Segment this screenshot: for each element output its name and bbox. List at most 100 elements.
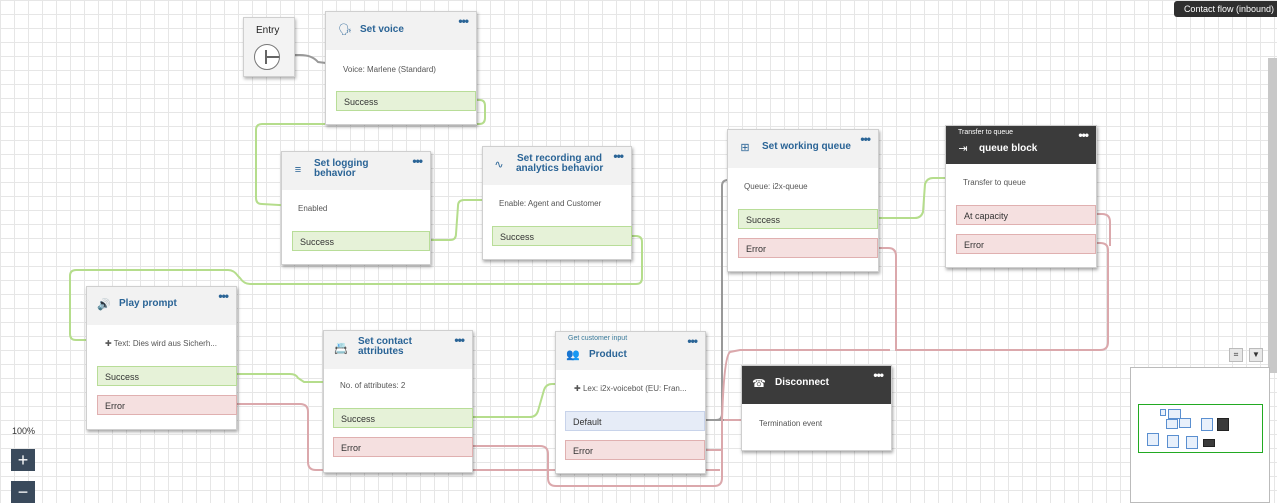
block-header: ≡ Set logging behavior ••• — [282, 152, 430, 190]
disconnect-block[interactable]: ☎ Disconnect ••• Termination event — [741, 365, 892, 451]
logging-icon: ≡ — [294, 164, 302, 176]
minimap-node — [1166, 419, 1178, 429]
block-title: Set voice — [360, 24, 404, 35]
set-working-queue-block[interactable]: ⊞ Set working queue ••• Queue: i2x-queue… — [727, 129, 879, 272]
block-header: 🗣 Set voice ••• — [326, 12, 476, 50]
block-detail: Termination event — [759, 419, 823, 428]
wire-contact-product — [470, 383, 566, 418]
block-title: Product — [589, 349, 627, 360]
block-type-label: Get customer input — [568, 335, 628, 342]
block-detail: ✚ Lex: i2x-voicebot (EU: Fran... — [574, 384, 687, 393]
more-options-icon[interactable]: ••• — [454, 333, 465, 347]
minimap-node — [1179, 418, 1191, 428]
contact-card-icon: 📇 — [334, 343, 348, 355]
lex-text: Lex: i2x-voicebot (EU: Fran... — [582, 384, 687, 393]
flow-type-tag: Contact flow (inbound) — [1174, 1, 1277, 17]
block-title-line1: Set contact — [358, 336, 412, 347]
block-detail: Enable: Agent and Customer — [499, 199, 602, 208]
entry-start-icon — [254, 44, 280, 70]
prompt-plus-icon: ✚ — [105, 339, 114, 348]
wire-queue-transfer — [875, 177, 956, 219]
block-detail: ✚ Text: Dies wird aus Sicherh... — [105, 339, 217, 348]
minimap-node — [1203, 439, 1215, 447]
minimap-node — [1167, 435, 1179, 448]
error-branch[interactable]: Error — [565, 440, 705, 460]
block-detail: Transfer to queue — [963, 178, 1026, 187]
minimap-node — [1168, 409, 1181, 419]
entry-label: Entry — [256, 25, 280, 36]
set-recording-block[interactable]: ∿ Set recording and analytics behavior •… — [482, 146, 632, 260]
block-type-label: Transfer to queue — [958, 129, 1013, 136]
more-options-icon[interactable]: ••• — [687, 334, 698, 348]
queue-icon: ⊞ — [740, 142, 750, 154]
set-voice-block[interactable]: 🗣 Set voice ••• Voice: Marlene (Standard… — [325, 11, 477, 125]
block-header: ∿ Set recording and analytics behavior •… — [483, 147, 631, 185]
minimap[interactable] — [1130, 367, 1270, 503]
prompt-text: Text: Dies wird aus Sicherh... — [113, 339, 217, 348]
block-title-line2: behavior — [314, 168, 356, 179]
zoom-out-button[interactable]: − — [11, 481, 35, 503]
fit-view-icon[interactable]: ⌗ — [1229, 348, 1243, 362]
minimap-node — [1217, 418, 1229, 431]
more-options-icon[interactable]: ••• — [1078, 128, 1089, 142]
block-header: 🔊 Play prompt ••• — [87, 287, 236, 325]
block-header: ☎ Disconnect ••• — [742, 366, 891, 404]
block-header: 📇 Set contact attributes ••• — [324, 331, 472, 369]
more-options-icon[interactable]: ••• — [412, 154, 423, 168]
block-detail: No. of attributes: 2 — [340, 381, 406, 390]
block-detail: Queue: i2x-queue — [744, 182, 808, 191]
block-title-line1: Set logging — [314, 158, 369, 169]
block-header: Transfer to queue ⇥ queue block ••• — [946, 126, 1096, 164]
get-customer-input-block[interactable]: Get customer input 👥 Product ••• ✚ Lex: … — [555, 331, 706, 474]
more-options-icon[interactable]: ••• — [218, 289, 229, 303]
zoom-level: 100% — [12, 426, 36, 436]
customer-input-icon: 👥 — [566, 349, 580, 361]
success-branch[interactable]: Success — [292, 231, 430, 251]
minimap-node — [1186, 436, 1198, 449]
voice-icon: 🗣 — [338, 24, 352, 36]
success-branch[interactable]: Success — [333, 408, 473, 428]
minimap-toggle-icon[interactable]: ▼ — [1249, 348, 1263, 362]
more-options-icon[interactable]: ••• — [860, 132, 871, 146]
wire-prompt-contact — [234, 373, 332, 383]
success-branch[interactable]: Success — [336, 91, 476, 111]
minimap-node — [1147, 433, 1159, 446]
block-header: ⊞ Set working queue ••• — [728, 130, 878, 168]
waveform-icon: ∿ — [494, 159, 504, 171]
speaker-icon: 🔊 — [97, 299, 111, 311]
error-branch[interactable]: Error — [333, 437, 473, 457]
more-options-icon[interactable]: ••• — [613, 149, 624, 163]
more-options-icon[interactable]: ••• — [458, 14, 469, 28]
block-title-line2: analytics behavior — [516, 163, 604, 174]
set-contact-attributes-block[interactable]: 📇 Set contact attributes ••• No. of attr… — [323, 330, 473, 473]
default-branch[interactable]: Default — [565, 411, 705, 431]
block-detail: Enabled — [298, 204, 328, 213]
transfer-icon: ⇥ — [958, 143, 968, 155]
error-branch[interactable]: Error — [738, 238, 878, 258]
vertical-scrollbar[interactable] — [1268, 58, 1277, 373]
at-capacity-branch[interactable]: At capacity — [956, 205, 1096, 225]
transfer-to-queue-block[interactable]: Transfer to queue ⇥ queue block ••• Tran… — [945, 125, 1097, 268]
set-logging-block[interactable]: ≡ Set logging behavior ••• Enabled Succe… — [281, 151, 431, 265]
success-branch[interactable]: Success — [738, 209, 878, 229]
play-prompt-block[interactable]: 🔊 Play prompt ••• ✚ Text: Dies wird aus … — [86, 286, 237, 430]
block-title: Play prompt — [119, 298, 177, 309]
success-branch[interactable]: Success — [492, 226, 632, 246]
block-detail: Voice: Marlene (Standard) — [343, 65, 436, 74]
zoom-in-button[interactable]: + — [11, 449, 35, 471]
block-header: Get customer input 👥 Product ••• — [556, 332, 705, 370]
entry-node[interactable]: Entry — [243, 17, 295, 77]
error-branch[interactable]: Error — [97, 395, 237, 415]
more-options-icon[interactable]: ••• — [873, 368, 884, 382]
block-title: Disconnect — [775, 377, 829, 388]
minimap-node — [1160, 409, 1166, 416]
hangup-icon: ☎ — [752, 378, 766, 390]
block-title: queue block — [979, 143, 1038, 154]
success-branch[interactable]: Success — [97, 366, 237, 386]
minimap-node — [1201, 418, 1213, 431]
error-branch[interactable]: Error — [956, 234, 1096, 254]
minimap-viewport[interactable] — [1138, 404, 1263, 453]
block-title-line1: Set recording and — [517, 153, 603, 164]
lex-plus-icon: ✚ — [574, 384, 583, 393]
block-title: Set working queue — [762, 141, 851, 152]
